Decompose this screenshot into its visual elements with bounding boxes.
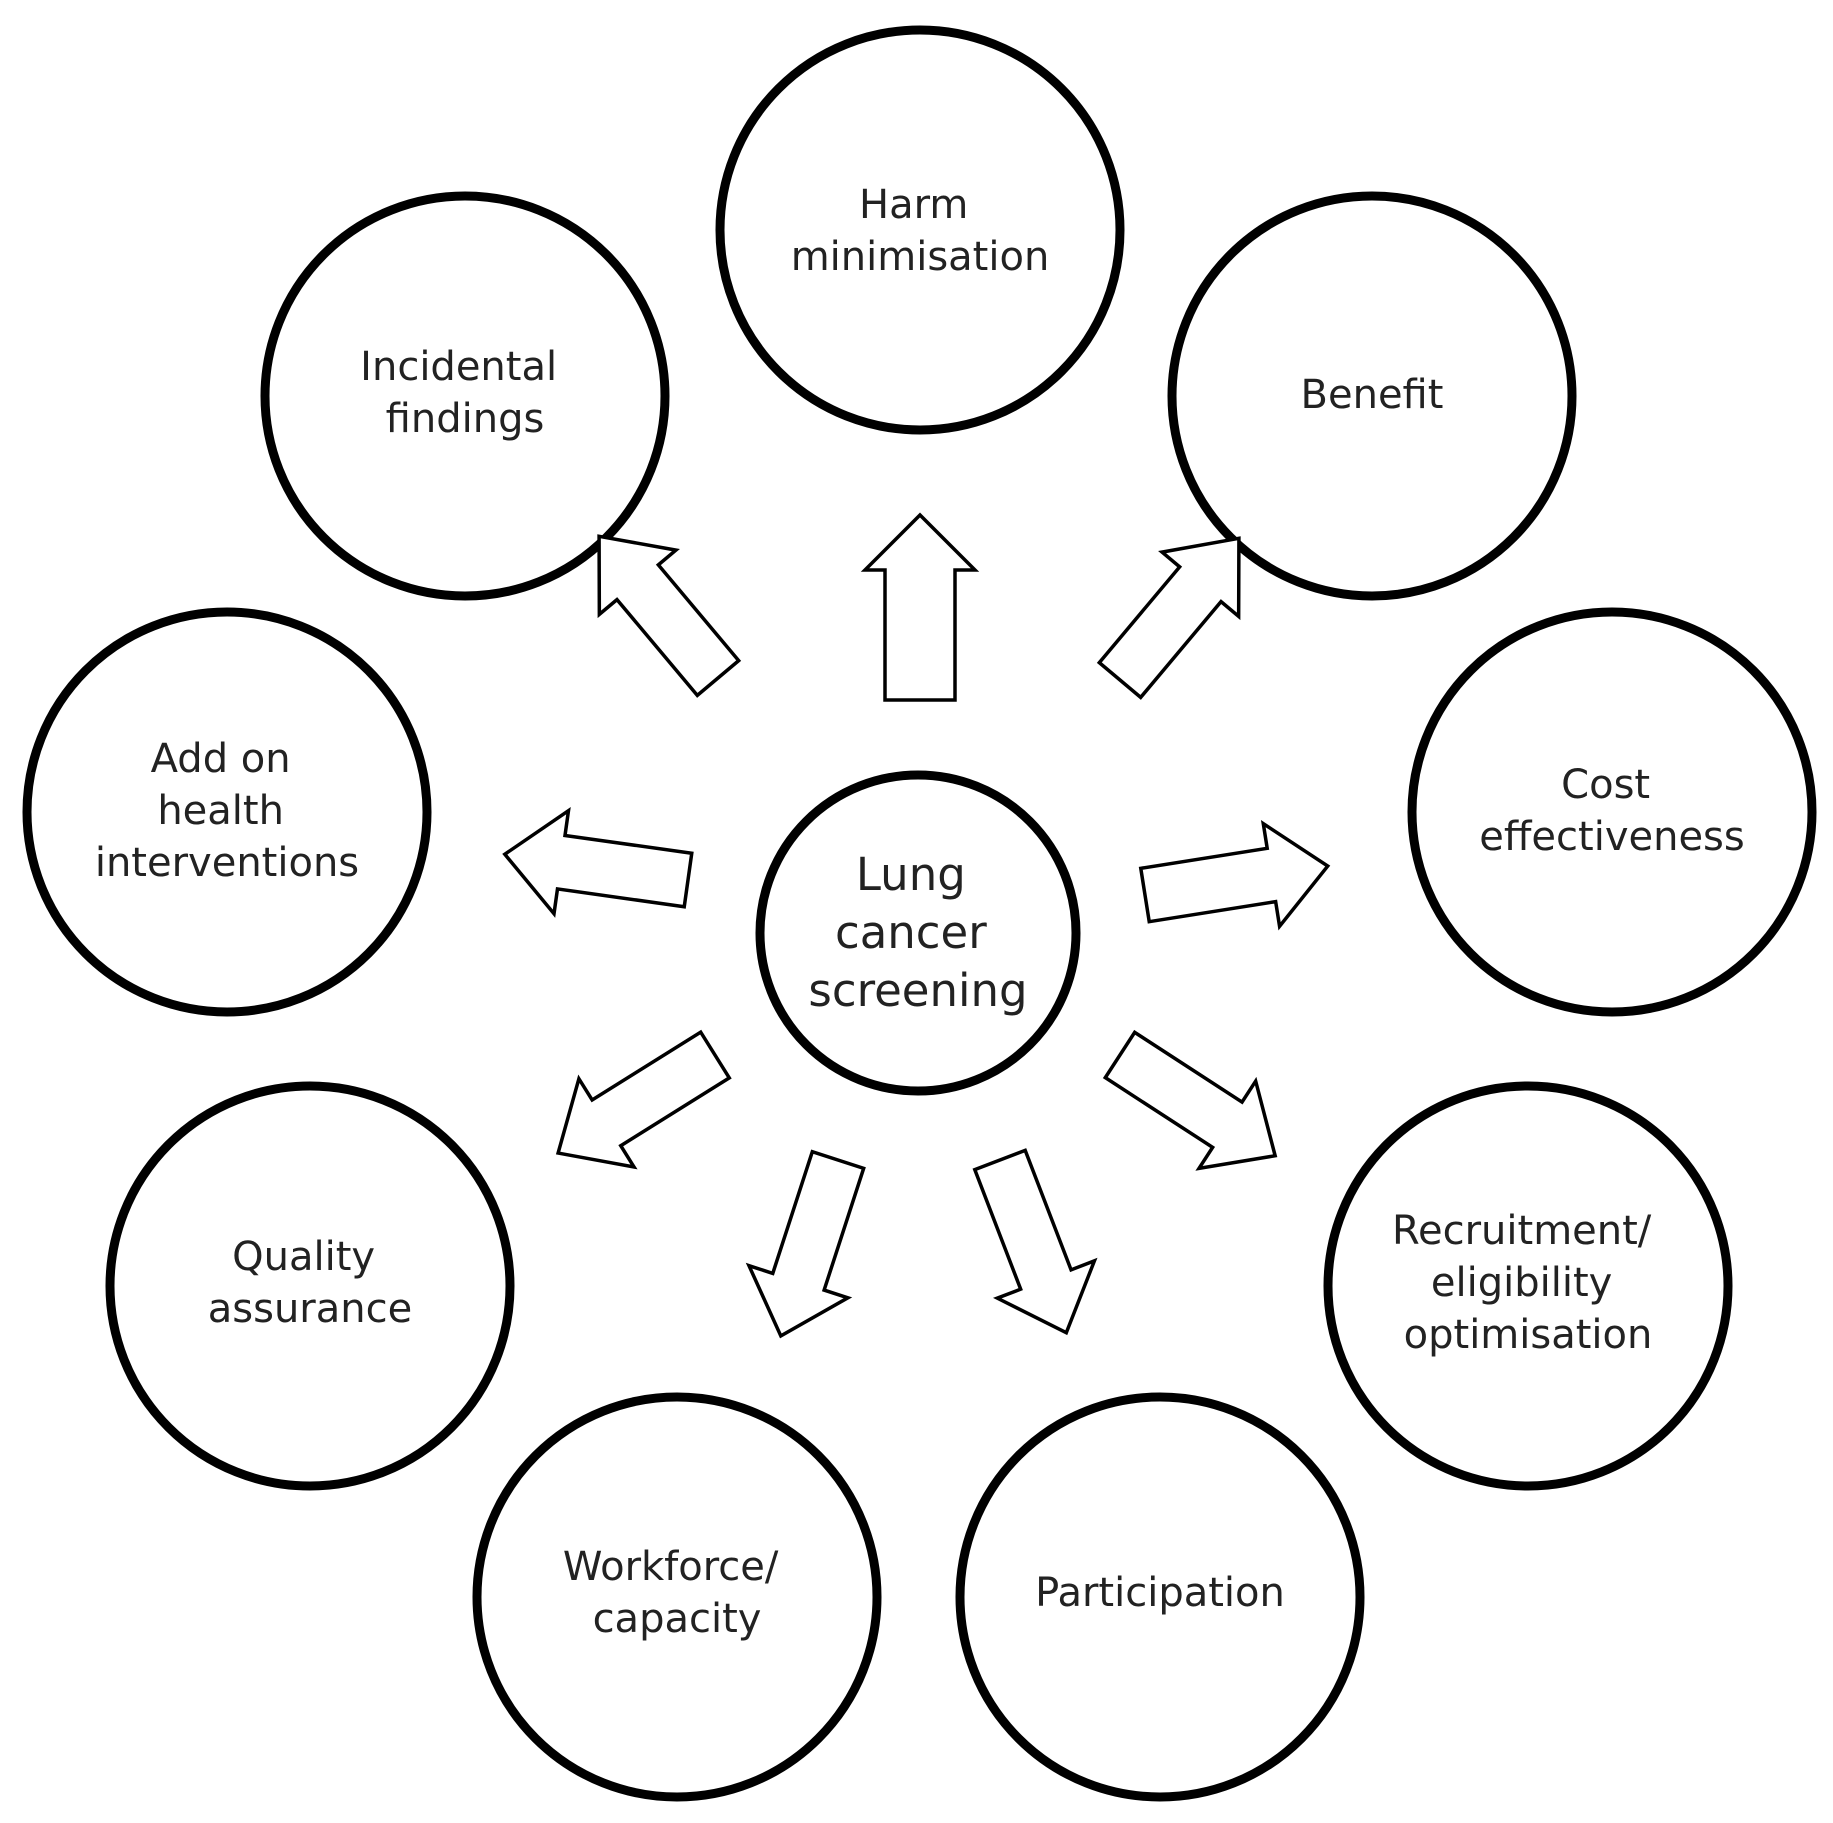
- node-add-on-health-interventions: Add on health interventions: [22, 607, 432, 1017]
- arrow-to-participation: [972, 1148, 1098, 1336]
- node-circle: [260, 191, 670, 601]
- node-harm-minimisation: Harm minimisation: [715, 25, 1125, 435]
- center-node: Lung cancer screening: [755, 770, 1081, 1096]
- center-label-line: screening: [808, 964, 1027, 1017]
- arrow-to-workforce-capacity: [745, 1149, 866, 1339]
- node-cost-effectiveness: Cost effectiveness: [1407, 607, 1817, 1017]
- node-label-line: Workforce/: [563, 1544, 779, 1590]
- node-participation: Participation: [955, 1392, 1365, 1802]
- svg-text:Lung cancer screen: Lung cancer screening: [808, 848, 1027, 1017]
- svg-text:Recruitment/ eligibility: Recruitment/ eligibility optimisation: [1392, 1208, 1664, 1358]
- node-label-line: Incidental: [360, 344, 557, 390]
- node-benefit: Benefit: [1167, 191, 1577, 601]
- node-circle: [955, 1392, 1365, 1802]
- node-recruitment-eligibility-optimisation: Recruitment/ eligibility optimisation: [1323, 1081, 1733, 1491]
- node-label-line: Quality: [232, 1234, 375, 1280]
- node-label-line: findings: [386, 396, 545, 442]
- arrow-to-cost-effectiveness: [1138, 819, 1331, 931]
- node-circle: [1323, 1081, 1733, 1491]
- node-incidental-findings: Incidental findings: [260, 191, 670, 601]
- arrow-to-add-on-health-interventions: [502, 807, 694, 918]
- node-label-line: eligibility: [1431, 1260, 1612, 1306]
- node-label-line: Participation: [1035, 1570, 1285, 1616]
- node-label-line: minimisation: [791, 234, 1050, 280]
- node-label-line: health: [157, 788, 284, 834]
- arrow-to-harm-minimisation: [860, 512, 980, 702]
- node-circle: [22, 607, 432, 1017]
- node-circle: [472, 1392, 882, 1802]
- arrow-to-incidental-findings: [597, 534, 742, 698]
- node-label-line: assurance: [208, 1286, 412, 1332]
- node-label-line: optimisation: [1404, 1312, 1653, 1358]
- svg-text:Benefit: Benefit: [1301, 372, 1444, 418]
- node-label-line: interventions: [95, 840, 359, 886]
- node-quality-assurance: Quality assurance: [105, 1081, 515, 1491]
- node-circle: [105, 1081, 515, 1491]
- center-circle: [755, 770, 1081, 1096]
- node-circle: [715, 25, 1125, 435]
- svg-text:Add on health inte: Add on health interventions: [95, 736, 359, 886]
- node-workforce-capacity: Workforce/ capacity: [472, 1392, 882, 1802]
- svg-text:Quality assurance: Quality assurance: [208, 1234, 412, 1332]
- svg-text:Harm minimisation: Harm minimisation: [791, 182, 1050, 280]
- svg-text:Workforce/ capacity: Workforce/ capacity: [563, 1544, 791, 1642]
- arrow-to-recruitment-eligibility-optimisation: [1102, 1029, 1278, 1171]
- svg-text:Participation: Participation: [1035, 1570, 1285, 1616]
- node-label-line: Recruitment/: [1392, 1208, 1652, 1254]
- center-label-line: cancer: [835, 906, 987, 959]
- node-label-line: Benefit: [1301, 372, 1444, 418]
- svg-text:Cost effectiveness: Cost effectiveness: [1479, 762, 1745, 860]
- node-label-line: Harm: [859, 182, 968, 228]
- node-circle: [1407, 607, 1817, 1017]
- node-label-line: Add on: [151, 736, 291, 782]
- svg-text:Incidental findings: Incidental findings: [360, 344, 570, 442]
- arrow-to-quality-assurance: [555, 1029, 732, 1170]
- node-label-line: capacity: [593, 1596, 762, 1642]
- node-label-line: Cost: [1561, 762, 1650, 808]
- node-circle: [1167, 191, 1577, 601]
- arrow-to-benefit: [1096, 536, 1241, 700]
- node-label-line: effectiveness: [1479, 814, 1745, 860]
- center-label-line: Lung: [856, 848, 966, 901]
